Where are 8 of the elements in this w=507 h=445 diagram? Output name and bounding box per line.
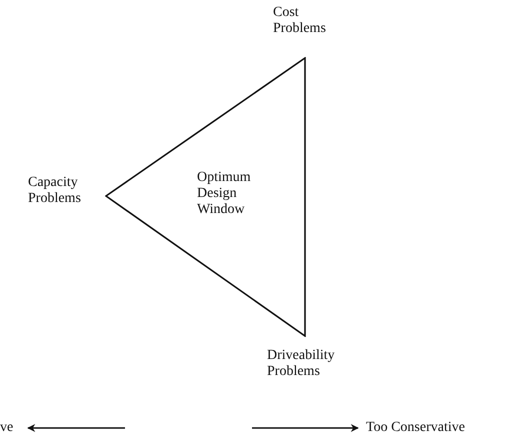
end-label: ve (0, 420, 22, 438)
vertex-label: Driveability Problems (267, 348, 336, 380)
vertex-label: Cost Problems (273, 5, 327, 37)
arrow (27, 424, 125, 432)
arrow (252, 424, 359, 432)
end-label: Too Conservative (366, 420, 506, 438)
vertex-label: Capacity Problems (28, 175, 82, 207)
window-label: Optimum Design Window (197, 170, 252, 218)
